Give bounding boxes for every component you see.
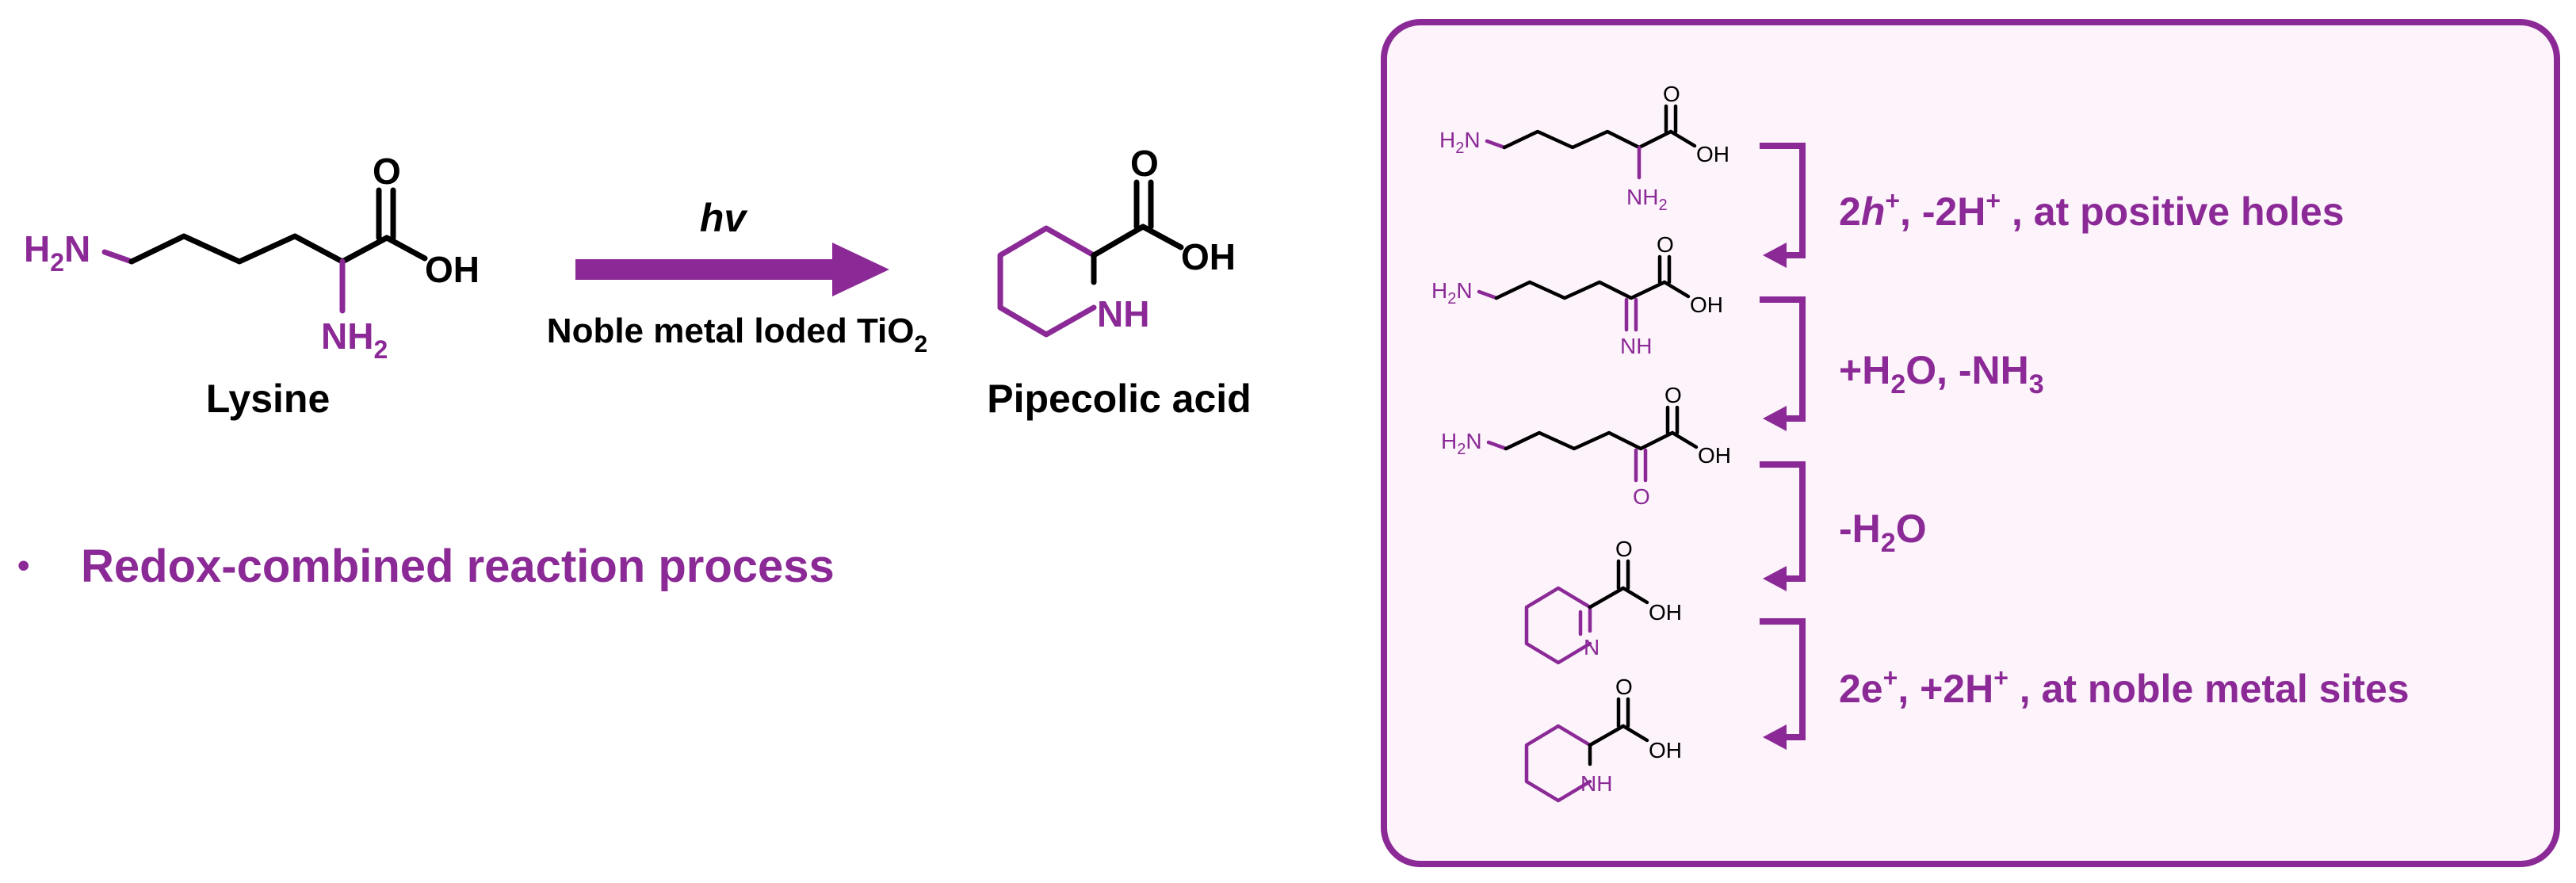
bullet-text: Redox-combined reaction process bbox=[81, 541, 835, 592]
step-arrow-3 bbox=[1760, 461, 1806, 591]
m1-o-label: O bbox=[1663, 82, 1680, 106]
pipecolic-o-label: O bbox=[1130, 143, 1159, 184]
m3-h2n-label: H2N bbox=[1441, 429, 1482, 458]
pipecolic-acid-structure: NH O OH bbox=[997, 143, 1236, 338]
m2-bond-n bbox=[1477, 289, 1499, 300]
step-arrow-4 bbox=[1760, 618, 1806, 750]
m4-n-label: N bbox=[1584, 635, 1599, 659]
bullet-dot: • bbox=[17, 546, 29, 585]
pipecolic-nh-label: NH bbox=[1097, 293, 1149, 334]
pipecolic-acid-caption: Pipecolic acid bbox=[987, 377, 1251, 421]
m4-o-label: O bbox=[1615, 537, 1633, 561]
m3-oh-label: OH bbox=[1698, 443, 1731, 468]
m3-oh-bond bbox=[1670, 430, 1699, 449]
mechanism-lysine: H2N NH2 O OH bbox=[1439, 82, 1729, 214]
m1-nh2-label: NH2 bbox=[1626, 185, 1668, 214]
pipecolic-ring-purple bbox=[997, 225, 1097, 338]
reaction-arrow-head bbox=[832, 243, 889, 296]
mechanism-panel bbox=[1381, 19, 2560, 867]
pipecolic-oh-bond bbox=[1140, 224, 1184, 250]
m5-c-cooh bbox=[1588, 724, 1626, 747]
lysine-oh-label: OH bbox=[425, 249, 480, 290]
m1-oh-label: OH bbox=[1696, 142, 1729, 166]
mechanism-cyclic-imine: N O OH bbox=[1524, 537, 1682, 665]
m5-oh-label: OH bbox=[1649, 738, 1682, 763]
m2-chain bbox=[1494, 280, 1667, 300]
m4-oh-bond bbox=[1621, 586, 1649, 605]
step-label-1: 2h+, -2H+ , at positive holes bbox=[1839, 186, 2345, 234]
step-label-4: 2e+, +2H+ , at noble metal sites bbox=[1839, 663, 2410, 711]
lysine-oh-bond bbox=[384, 235, 428, 262]
pipecolic-c-cooh bbox=[1091, 224, 1146, 258]
m2-oh-bond bbox=[1662, 280, 1691, 299]
lysine-nh2-label: NH2 bbox=[321, 315, 388, 364]
m5-nh-label: NH bbox=[1580, 771, 1612, 796]
step-label-3: -H2O bbox=[1839, 506, 1927, 558]
m3-chain bbox=[1504, 430, 1675, 451]
lysine-caption: Lysine bbox=[206, 377, 331, 421]
lysine-chain bbox=[128, 233, 390, 265]
m3-bond-n bbox=[1486, 440, 1508, 451]
step-arrow-1 bbox=[1760, 143, 1806, 268]
lysine-structure: H2N NH2 O OH bbox=[24, 151, 480, 364]
m1-oh-bond bbox=[1668, 129, 1697, 148]
reaction-condition-catalyst: Noble metal loded TiO2 bbox=[547, 312, 927, 357]
m2-o-label: O bbox=[1657, 232, 1674, 257]
mechanism-imine: H2N NH O OH bbox=[1431, 232, 1723, 358]
lysine-o-label: O bbox=[373, 151, 401, 192]
m4-c-cooh bbox=[1588, 586, 1626, 610]
m4-oh-label: OH bbox=[1649, 600, 1682, 625]
m4-ring-purple bbox=[1524, 586, 1592, 665]
mechanism-pipecolic-acid: NH O OH bbox=[1524, 675, 1682, 803]
m5-oh-bond bbox=[1621, 724, 1649, 743]
m3-o-label: O bbox=[1664, 383, 1682, 407]
reaction-condition-hv: hv bbox=[700, 196, 749, 240]
m2-h2n-label: H2N bbox=[1431, 278, 1473, 308]
m2-oh-label: OH bbox=[1690, 292, 1723, 317]
step-label-2: +H2O, -NH3 bbox=[1839, 348, 2044, 399]
mechanism-keto-acid: H2N O O OH bbox=[1441, 383, 1731, 509]
lysine-bond-n bbox=[101, 249, 135, 265]
reaction-arrow bbox=[575, 243, 889, 296]
m1-h2n-label: H2N bbox=[1439, 128, 1481, 157]
m5-ring-purple bbox=[1524, 724, 1592, 803]
m2-nh-label: NH bbox=[1620, 334, 1652, 358]
lysine-h2n-label: H2N bbox=[24, 228, 90, 277]
m3-ketone-o-label: O bbox=[1633, 484, 1650, 509]
step-arrow-2 bbox=[1760, 296, 1806, 431]
m5-o-label: O bbox=[1615, 675, 1633, 699]
pipecolic-oh-label: OH bbox=[1181, 236, 1236, 277]
m1-chain bbox=[1502, 129, 1673, 150]
m1-bond-n bbox=[1485, 139, 1507, 150]
